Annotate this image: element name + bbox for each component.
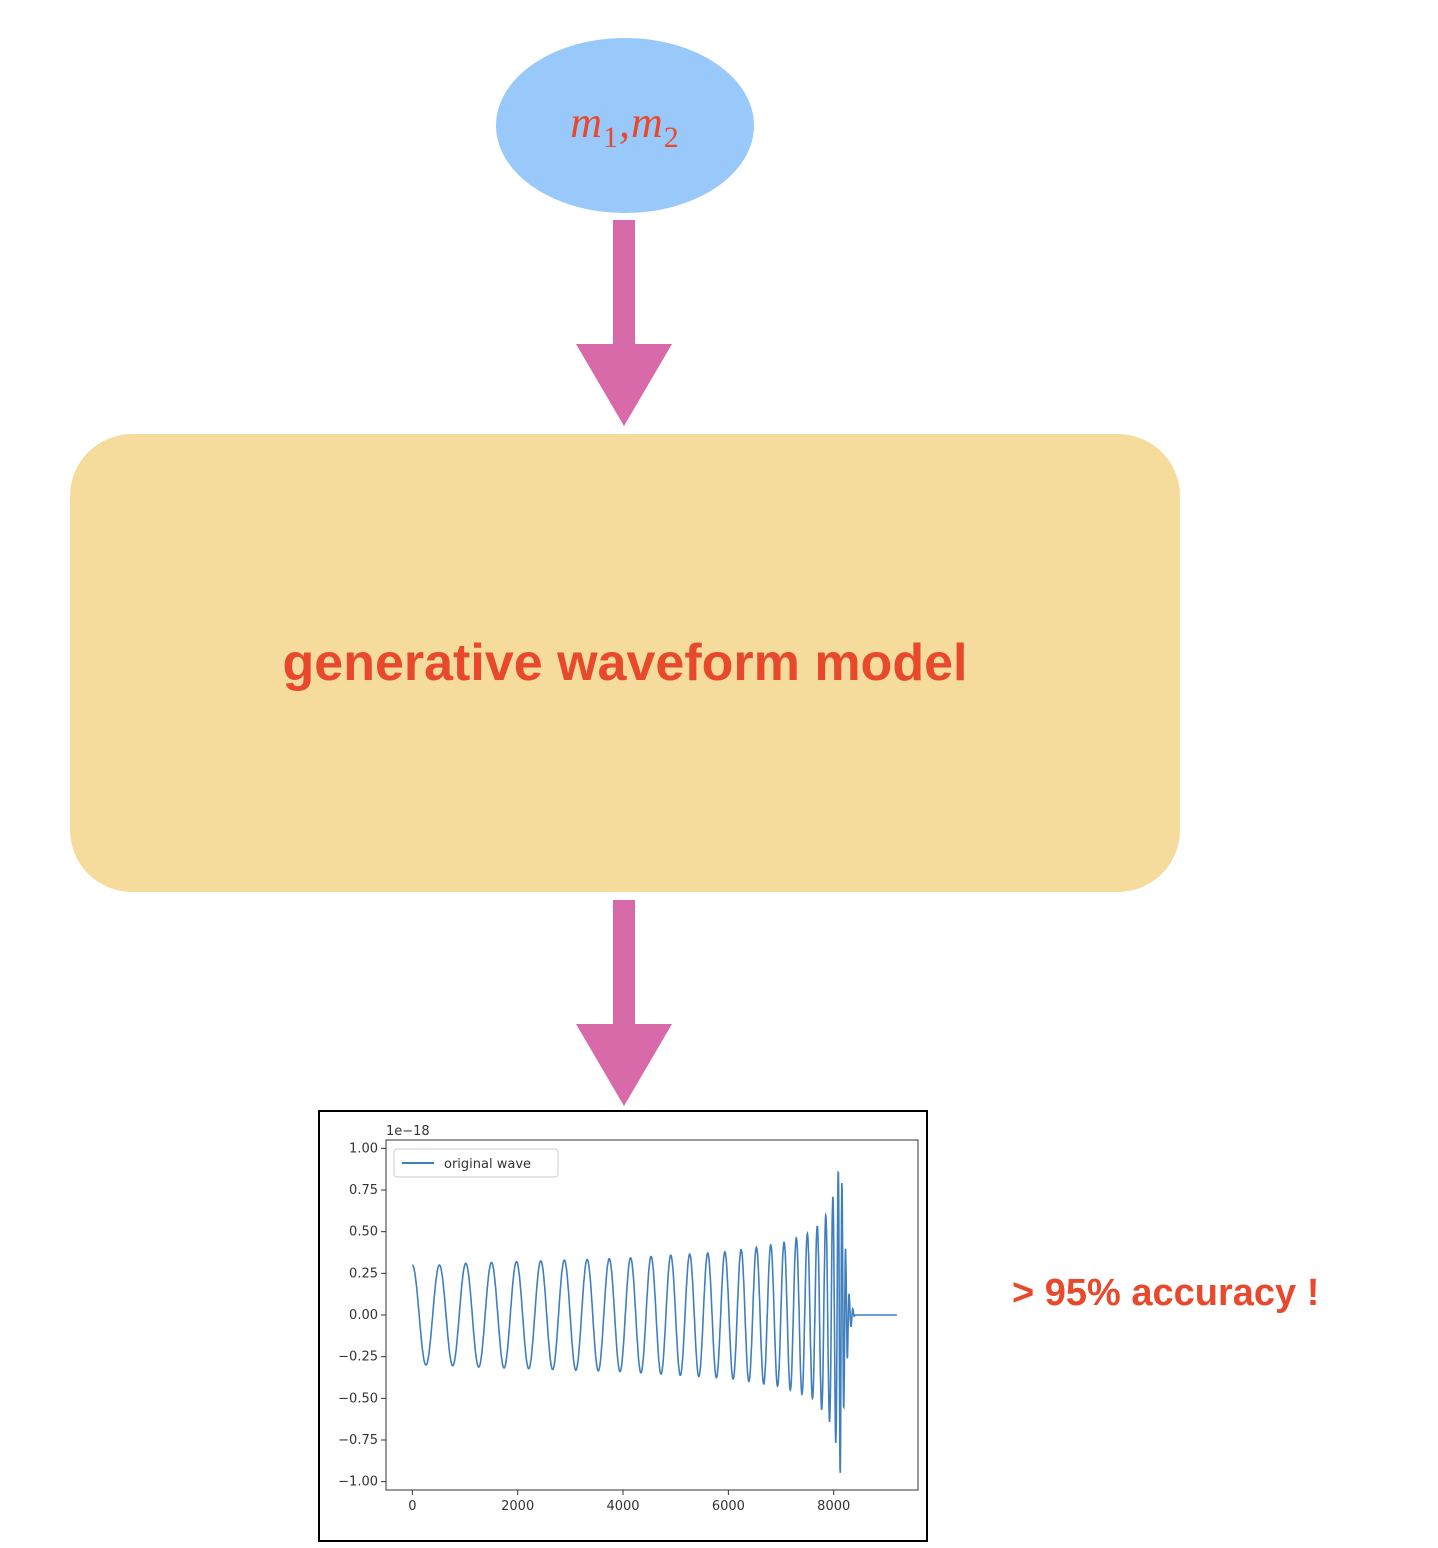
x-tick-label: 6000	[712, 1499, 745, 1514]
y-tick-label: 0.25	[349, 1266, 378, 1281]
model-box: generative waveform model	[70, 434, 1180, 892]
y-tick-label: 1.00	[349, 1141, 378, 1156]
arrow-shaft	[613, 220, 635, 346]
arrow-model-to-output	[576, 900, 672, 1106]
x-tick-label: 4000	[606, 1499, 639, 1514]
mass-1-subscript: 1	[603, 120, 619, 154]
y-tick-label: −1.00	[338, 1475, 378, 1490]
scale-label: 1e−18	[386, 1124, 430, 1139]
x-tick-label: 2000	[501, 1499, 534, 1514]
input-parameters-label: m1,m2	[570, 97, 680, 155]
y-tick-label: −0.75	[338, 1433, 378, 1448]
legend-box	[393, 1148, 559, 1178]
x-tick-label: 0	[408, 1499, 416, 1514]
y-tick-label: −0.25	[338, 1350, 378, 1365]
accuracy-label: > 95% accuracy !	[1012, 1272, 1320, 1314]
legend-label: original wave	[444, 1157, 531, 1172]
arrow-shaft	[613, 900, 635, 1026]
series-original-wave	[411, 1170, 897, 1473]
arrow-head	[576, 1024, 672, 1106]
mass-1-symbol: m	[570, 97, 603, 147]
y-tick-label: 0.00	[349, 1308, 378, 1323]
x-tick-label: 8000	[817, 1499, 850, 1514]
waveform-chart: 1e−18 0 2000 4000 6000 8000 1.00 0.75 0.50 0.25 0…	[338, 1124, 919, 1514]
y-tick-label: −0.50	[338, 1391, 378, 1406]
waveform-plot: 1e−18 0 2000 4000 6000 8000 1.00 0.75 0.50 0.25 0…	[318, 1110, 928, 1542]
legend: original wave	[393, 1148, 559, 1178]
input-node-ellipse: m1,m2	[496, 38, 754, 213]
y-tick-label: 0.50	[349, 1225, 378, 1240]
mass-2-subscript: 2	[663, 120, 680, 154]
y-tick-label: 0.75	[349, 1183, 378, 1198]
mass-2-symbol: m	[631, 97, 664, 147]
arrow-input-to-model	[576, 220, 672, 426]
model-label: generative waveform model	[282, 634, 968, 692]
separator: ,	[619, 97, 631, 147]
arrow-head	[576, 344, 672, 426]
